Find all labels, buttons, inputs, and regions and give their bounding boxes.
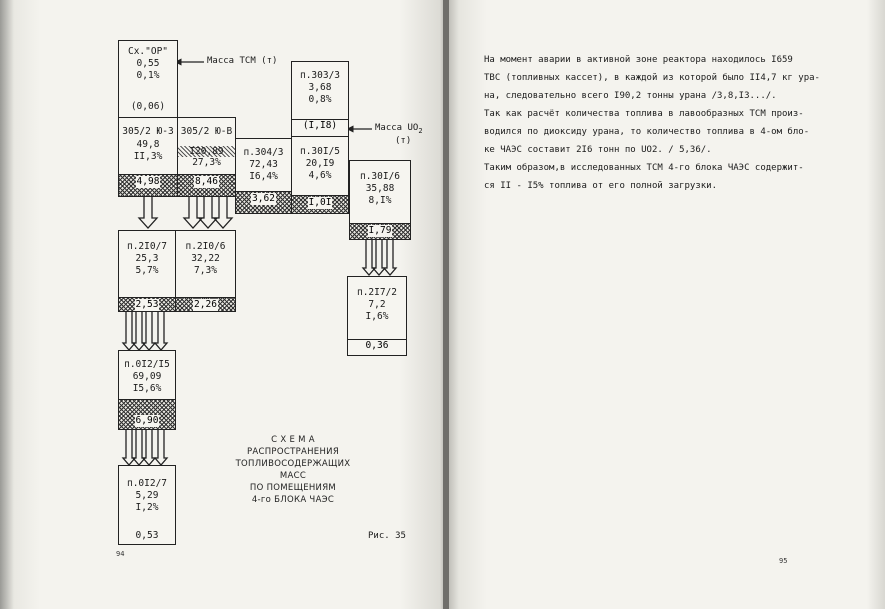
uo2-hatch: 3,62 [236,191,291,213]
text-line: На момент аварии в активной зоне реактор… [484,55,793,65]
uo2-mass: (0,06) [130,101,166,112]
uo2-band: (I,I8) [292,119,348,136]
room-name: п.2I0/6 [185,241,226,252]
box-301-6: п.30I/6 35,88 8,I% I,79 [349,160,411,240]
tcm-mass: 25,3 [135,253,159,264]
uo2-hatch: 2,26 [176,297,235,311]
legend-uo2-unit: (т) [395,136,412,146]
percent: I,2% [135,502,159,513]
room-name: Сх."ОР" [127,46,169,57]
text-line: ся II - I5% топлива от его полной загруз… [484,181,717,191]
tcm-mass: 0,55 [136,58,160,69]
text-line: Таким образом,в исследованных ТСМ 4-го б… [484,163,804,173]
tcm-mass: 69,09 [132,371,162,382]
legend-tcm-mass: Масса ТСМ (т) [207,56,278,66]
room-name: п.2I0/7 [126,241,168,252]
page-number-left: 94 [116,550,125,558]
right-page [447,0,885,609]
caption-line: 4-го БЛОКА ЧАЭС [251,495,335,505]
percent: I6,4% [249,171,278,182]
uo2-mass: (I,I8) [302,120,338,131]
box-012-15: п.0I2/I5 69,09 I5,6% 6,90 [118,350,176,430]
room-name: 305/2 Ю-З [122,126,174,137]
text-line: ТВС (топливных кассет), в каждой из кото… [484,73,820,83]
text-line: на, следовательно всего I90,2 тонны уран… [484,91,777,101]
uo2-mass: 3,62 [251,193,276,205]
uo2-mass: I,0I [307,197,333,209]
caption-line: ПО ПОМЕЩЕНИЯМ [249,483,337,493]
uo2-hatch: 4,98 [119,174,177,196]
room-name: п.304/3 [243,147,284,158]
book-gutter [443,0,449,609]
room-name: п.0I2/I5 [124,359,170,370]
box-217-2: п.2I7/2 7,2 I,6% 0,36 [347,276,407,356]
tcm-mass: 35,88 [365,183,395,194]
percent: 0,8% [308,94,332,105]
page-number-right: 95 [779,557,788,565]
text-line: ке ЧАЭС составит 2I6 тонн по UO2. / 5,36… [484,145,712,155]
tcm-mass: 7,2 [368,299,386,310]
box-304-3: п.304/3 72,43 I6,4% 3,62 [235,138,292,214]
room-name: п.2I7/2 [356,287,398,298]
tcm-mass: 20,I9 [305,158,335,169]
percent: I,6% [365,311,389,322]
uo2-mass: 2,26 [193,299,218,311]
uo2-hatch: I,79 [350,223,410,239]
tcm-mass: 49,8 [136,139,160,150]
percent: 7,3% [194,265,217,276]
caption-line: ТОПЛИВОСОДЕРЖАЩИХ МАСС [235,459,351,481]
room-name: 305/2 Ю-В [180,126,233,137]
uo2-mass: 6,90 [134,415,160,427]
uo2-mass: 4,98 [135,176,161,188]
percent: II,3% [133,151,163,162]
uo2-mass: I,79 [367,225,393,237]
box-305-2-south-east: 305/2 Ю-В I20,89 27,3% 8,46 [177,117,236,197]
caption-line: С Х Е М А [271,435,315,445]
percent: 8,I% [368,195,392,206]
box-305-2-south-west: 305/2 Ю-З 49,8 II,3% 4,98 [118,117,178,197]
uo2-mass: 8,46 [194,176,219,188]
tcm-mass: 3,68 [308,82,332,93]
legend-uo2-mass: Масса UO2 [375,123,423,135]
box-012-7: п.0I2/7 5,29 I,2% 0,53 [118,465,176,545]
room-name: п.303/3 [299,70,341,81]
box-210-7: п.2I0/7 25,3 5,7% 2,53 [118,230,176,312]
caption-line: РАСПРОСТРАНЕНИЯ [246,447,340,457]
uo2-hatch: 6,90 [119,399,175,429]
room-name: п.30I/6 [359,171,401,182]
figure-caption: С Х Е М А РАСПРОСТРАНЕНИЯ ТОПЛИВОСОДЕРЖА… [228,434,358,506]
uo2-mass: 2,53 [134,299,160,311]
percent: I5,6% [132,383,162,394]
uo2-band: 0,36 [348,339,406,355]
uo2-mass: 0,53 [135,530,159,541]
tcm-mass: 72,43 [249,159,278,170]
box-scheme-or: Сх."ОР" 0,55 0,1% (0,06) [118,40,178,118]
tcm-mass: I20,89 [178,146,235,157]
box-303-3: п.303/3 3,68 0,8% (I,I8) [291,61,349,137]
percent: 4,6% [308,170,332,181]
room-name: п.30I/5 [299,146,341,157]
tcm-mass: 32,22 [191,253,220,264]
percent: 27,3% [192,157,221,168]
uo2-mass: 0,36 [365,340,389,351]
text-line: водился по диоксиду урана, то количество… [484,127,810,137]
text-line: Так как расчёт количества топлива в лаво… [484,109,804,119]
figure-label: Рис. 35 [368,531,406,541]
uo2-hatch: I,0I [292,195,348,213]
tcm-mass: 5,29 [135,490,159,501]
box-301-5: п.30I/5 20,I9 4,6% I,0I [291,136,349,214]
uo2-hatch: 2,53 [119,297,175,311]
percent: 0,1% [136,70,160,81]
box-210-6: п.2I0/6 32,22 7,3% 2,26 [175,230,236,312]
uo2-hatch: 8,46 [178,174,235,196]
room-name: п.0I2/7 [126,478,168,489]
percent: 5,7% [135,265,159,276]
